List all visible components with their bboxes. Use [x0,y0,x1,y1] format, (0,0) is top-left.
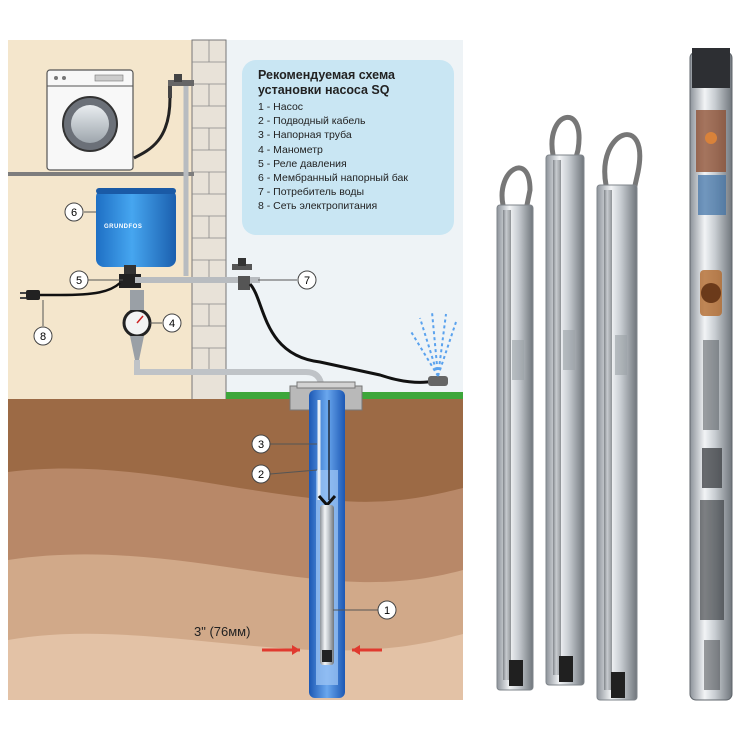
pump-cutaway [689,48,733,701]
legend-panel: Рекомендуемая схема установки насоса SQ … [242,60,454,235]
callout-1: 1 [377,600,397,620]
legend-item: 6 - Мембранный напорный бак [258,172,408,185]
legend-item: 4 - Манометр [258,143,323,156]
callout-3: 3 [251,434,271,454]
garden-hose [248,282,435,384]
svg-text:3: 3 [258,439,264,451]
pressure-tank [96,188,176,275]
legend-list: 1 - Насос 2 - Подводный кабель 3 - Напор… [258,100,444,214]
callout-7: 7 [297,270,317,290]
soil-layers [8,399,463,700]
callout-markers: 1 2 3 4 5 6 7 8 [33,202,397,620]
legend-item: 7 - Потребитель воды [258,186,365,199]
legend-item: 2 - Подводный кабель [258,115,366,128]
dimension-arrows [262,645,382,655]
dimension-label: 3" (76мм) [194,624,251,639]
callout-5: 5 [69,270,89,290]
callout-8: 8 [33,326,53,346]
legend-item: 8 - Сеть электропитания [258,200,378,213]
svg-text:2: 2 [258,469,264,481]
svg-text:4: 4 [169,318,175,330]
legend-title: Рекомендуемая схема установки насоса SQ [258,68,444,98]
brick-wall [191,39,227,401]
well-casing [309,390,345,698]
washer-faucet [133,74,194,160]
leader-lines [42,211,378,611]
consumer-tap [232,258,252,290]
svg-text:5: 5 [76,275,82,287]
shelf-line [8,172,194,176]
legend-item: 3 - Напорная труба [258,129,352,142]
svg-text:8: 8 [40,331,46,343]
callout-4: 4 [162,313,182,333]
washing-machine [46,69,134,171]
legend-item: 1 - Насос [258,101,304,113]
power-plug [20,282,121,300]
legend-title-line-1: Рекомендуемая схема [258,68,395,82]
callout-6: 6 [64,202,84,222]
callout-2: 2 [251,464,271,484]
pump-long [596,132,643,701]
svg-text:1: 1 [384,605,390,617]
tank-brand-logo: GRUNDFOS [104,224,143,230]
pump-product-images [496,48,733,701]
legend-title-line-2: установки насоса SQ [258,83,390,97]
pump-medium [545,115,585,686]
sprinkler [409,311,457,386]
svg-text:6: 6 [71,207,77,219]
pump-short [496,165,534,691]
svg-text:7: 7 [304,275,310,287]
legend-item: 5 - Реле давления [258,157,347,170]
